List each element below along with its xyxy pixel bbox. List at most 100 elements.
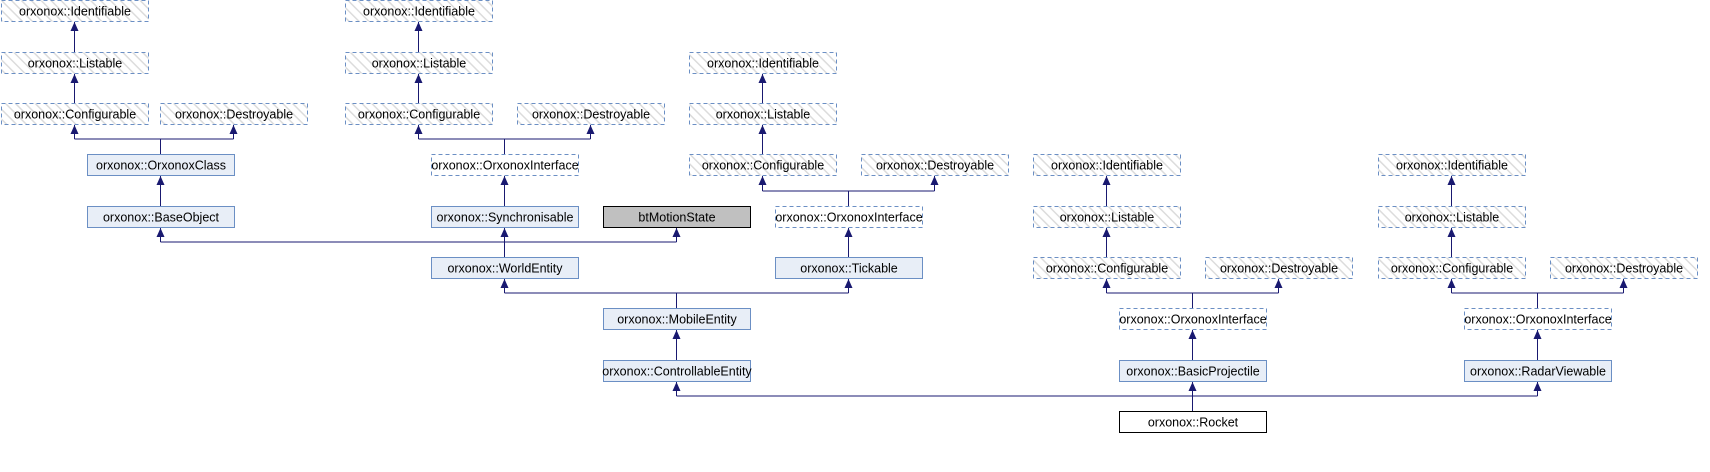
class-node[interactable]: orxonox::OrxonoxClass [87, 154, 235, 176]
class-node-label: orxonox::Identifiable [1396, 159, 1508, 173]
class-node-label: btMotionState [638, 211, 715, 225]
class-node-label: orxonox::OrxonoxInterface [775, 211, 922, 225]
class-node[interactable]: orxonox::Configurable [1033, 257, 1181, 279]
inheritance-edge [70, 125, 238, 154]
class-node-box [345, 103, 493, 125]
class-node-box [345, 0, 493, 22]
class-node-label: orxonox::Destroyable [1220, 262, 1338, 276]
class-node[interactable]: orxonox::Identifiable [1033, 154, 1181, 176]
class-node[interactable]: orxonox::Identifiable [345, 0, 493, 22]
nodes-layer: orxonox::Identifiableorxonox::Listableor… [1, 0, 1698, 433]
class-node-box [1, 103, 149, 125]
class-node[interactable]: orxonox::BasicProjectile [1119, 360, 1267, 382]
inheritance-edge [758, 176, 939, 206]
class-node-label: orxonox::ControllableEntity [602, 365, 752, 379]
class-node[interactable]: orxonox::Listable [345, 52, 493, 74]
class-node-box [1205, 257, 1353, 279]
class-node-box [1378, 154, 1526, 176]
class-node-box [1550, 257, 1698, 279]
class-node-box [603, 360, 751, 382]
class-node[interactable]: orxonox::Destroyable [1205, 257, 1353, 279]
class-node-box [775, 257, 923, 279]
class-node-label: orxonox::OrxonoxInterface [1119, 313, 1266, 327]
class-node-box [1, 0, 149, 22]
class-node-label: orxonox::Listable [716, 108, 811, 122]
class-node-box [345, 52, 493, 74]
class-node-box [603, 206, 751, 228]
class-node[interactable]: orxonox::OrxonoxInterface [1464, 308, 1612, 330]
class-node[interactable]: orxonox::Listable [689, 103, 837, 125]
class-node-box [1119, 411, 1267, 433]
class-node[interactable]: orxonox::Configurable [345, 103, 493, 125]
class-node-box [1119, 308, 1267, 330]
class-node[interactable]: orxonox::ControllableEntity [602, 360, 752, 382]
class-node-box [1378, 206, 1526, 228]
class-node-label: orxonox::RadarViewable [1470, 365, 1606, 379]
class-node-label: orxonox::Destroyable [1565, 262, 1683, 276]
class-node-label: orxonox::WorldEntity [447, 262, 563, 276]
class-node-box [1, 52, 149, 74]
class-node-label: orxonox::Configurable [702, 159, 824, 173]
class-node[interactable]: orxonox::Configurable [1, 103, 149, 125]
class-node-label: orxonox::Listable [28, 57, 123, 71]
class-node-label: orxonox::Identifiable [363, 5, 475, 19]
class-node-box [87, 154, 235, 176]
class-node[interactable]: orxonox::Listable [1033, 206, 1181, 228]
class-node-box [1119, 360, 1267, 382]
class-node-label: orxonox::Identifiable [707, 57, 819, 71]
class-node-label: orxonox::OrxonoxClass [96, 159, 226, 173]
class-node[interactable]: orxonox::Destroyable [517, 103, 665, 125]
class-node[interactable]: orxonox::Identifiable [689, 52, 837, 74]
class-node-label: orxonox::Configurable [14, 108, 136, 122]
class-node[interactable]: orxonox::Tickable [775, 257, 923, 279]
class-node-box [160, 103, 308, 125]
class-node-box [431, 154, 579, 176]
inheritance-edge [1447, 279, 1628, 308]
class-node-label: orxonox::Configurable [358, 108, 480, 122]
class-node-box [775, 206, 923, 228]
class-node: orxonox::Rocket [1119, 411, 1267, 433]
class-node[interactable]: orxonox::MobileEntity [603, 308, 751, 330]
class-node-box [1033, 257, 1181, 279]
class-node[interactable]: orxonox::Destroyable [1550, 257, 1698, 279]
class-node[interactable]: orxonox::Destroyable [160, 103, 308, 125]
class-node[interactable]: orxonox::Listable [1, 52, 149, 74]
edges-layer [70, 22, 1628, 411]
class-node-box [431, 257, 579, 279]
class-node-label: orxonox::Configurable [1391, 262, 1513, 276]
class-node-box [861, 154, 1009, 176]
inheritance-edge [672, 382, 1542, 411]
class-node[interactable]: orxonox::Identifiable [1, 0, 149, 22]
class-node-label: orxonox::Listable [1405, 211, 1500, 225]
class-node-label: orxonox::Destroyable [532, 108, 650, 122]
inheritance-edge [414, 125, 595, 154]
class-node[interactable]: orxonox::OrxonoxInterface [775, 206, 923, 228]
class-node[interactable]: orxonox::BaseObject [87, 206, 235, 228]
class-node[interactable]: orxonox::Identifiable [1378, 154, 1526, 176]
class-node-label: orxonox::Identifiable [1051, 159, 1163, 173]
class-node-label: orxonox::OrxonoxInterface [1464, 313, 1611, 327]
class-node-box [1378, 257, 1526, 279]
class-node[interactable]: orxonox::Destroyable [861, 154, 1009, 176]
inheritance-edge [500, 279, 853, 308]
class-node-label: orxonox::Destroyable [175, 108, 293, 122]
class-node[interactable]: orxonox::OrxonoxInterface [1119, 308, 1267, 330]
class-node[interactable]: btMotionState [603, 206, 751, 228]
class-node[interactable]: orxonox::OrxonoxInterface [431, 154, 579, 176]
class-node-box [1464, 360, 1612, 382]
class-node[interactable]: orxonox::RadarViewable [1464, 360, 1612, 382]
class-node-box [517, 103, 665, 125]
class-node-box [431, 206, 579, 228]
class-node[interactable]: orxonox::WorldEntity [431, 257, 579, 279]
class-node-label: orxonox::OrxonoxInterface [431, 159, 578, 173]
class-node-box [1464, 308, 1612, 330]
class-node[interactable]: orxonox::Listable [1378, 206, 1526, 228]
class-node-label: orxonox::Synchronisable [437, 211, 574, 225]
class-node[interactable]: orxonox::Configurable [1378, 257, 1526, 279]
class-node-box [603, 308, 751, 330]
class-node[interactable]: orxonox::Configurable [689, 154, 837, 176]
class-node[interactable]: orxonox::Synchronisable [431, 206, 579, 228]
class-node-label: orxonox::MobileEntity [617, 313, 737, 327]
class-node-label: orxonox::Tickable [800, 262, 898, 276]
